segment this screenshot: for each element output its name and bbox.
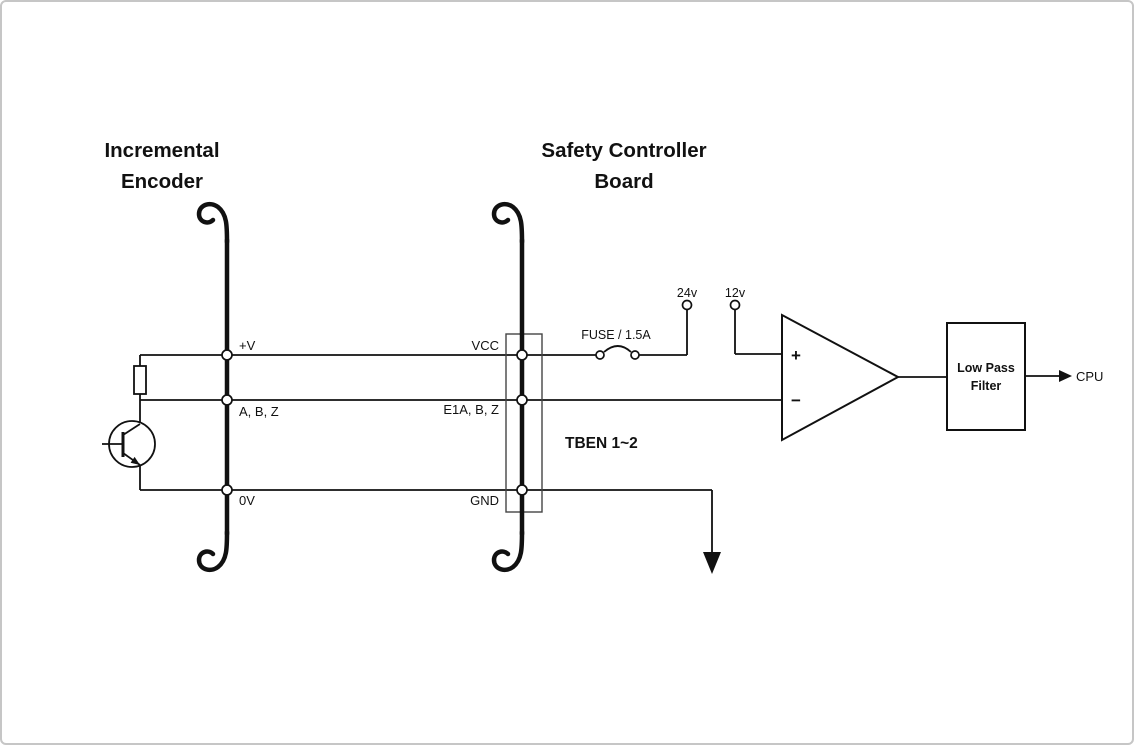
terminal-gnd	[516, 484, 528, 496]
label-cpu: CPU	[1076, 369, 1103, 384]
cable-break-top-left-icon	[196, 201, 230, 245]
filter-label-line1: Low Pass	[957, 361, 1015, 375]
label-abz: A, B, Z	[239, 404, 279, 419]
terminal-e1abz	[516, 394, 528, 406]
cable-break-top-right-icon	[491, 201, 525, 245]
encoder-title-line2: Encoder	[121, 170, 203, 193]
label-gnd: GND	[470, 493, 499, 508]
controller-title-line1: Safety Controller	[541, 139, 706, 162]
fuse-node-right	[630, 350, 640, 360]
encoder-title-line1: Incremental	[104, 139, 219, 162]
pullup-resistor	[133, 365, 147, 395]
cable-break-bottom-left-icon	[196, 529, 230, 573]
controller-title-line2: Board	[594, 170, 653, 193]
terminal-plus-v	[221, 349, 233, 361]
label-vcc: VCC	[472, 338, 499, 353]
ground-arrow-icon	[703, 552, 721, 574]
low-pass-filter-box	[946, 322, 1026, 431]
comparator-plus-sign: +	[791, 346, 801, 365]
fuse-node-left	[595, 350, 605, 360]
comparator-minus-sign: −	[791, 391, 801, 410]
cable-break-bottom-right-icon	[491, 529, 525, 573]
cpu-arrow-icon	[1059, 370, 1072, 382]
supply-24v-node	[681, 299, 693, 311]
fuse-element-icon	[603, 345, 632, 353]
label-24v: 24v	[677, 286, 698, 300]
terminal-abz	[221, 394, 233, 406]
terminal-0v	[221, 484, 233, 496]
label-e1abz: E1A, B, Z	[443, 402, 499, 417]
label-tben: TBEN 1~2	[565, 435, 638, 452]
transistor-collector-lead	[122, 423, 141, 436]
terminal-vcc	[516, 349, 528, 361]
label-plus-v: +V	[239, 338, 256, 353]
comparator-triangle	[781, 313, 901, 442]
fuse-label: FUSE / 1.5A	[581, 328, 651, 342]
filter-label-line2: Filter	[971, 379, 1002, 393]
label-0v: 0V	[239, 493, 255, 508]
supply-12v-node	[729, 299, 741, 311]
emitter-arrow-icon	[130, 456, 140, 465]
label-12v: 12v	[725, 286, 746, 300]
